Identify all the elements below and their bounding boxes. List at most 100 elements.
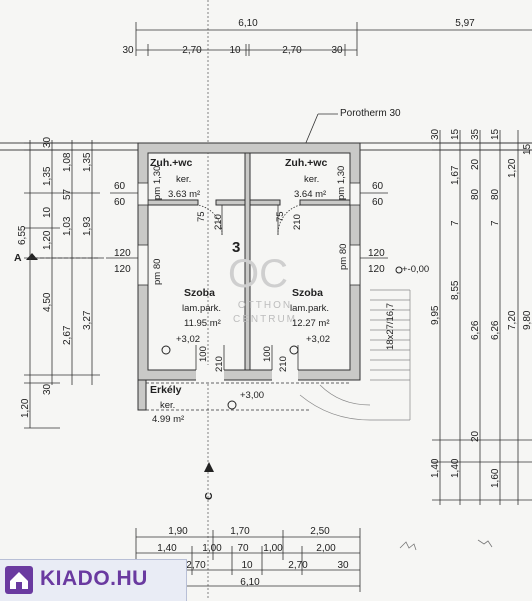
top-dimensions bbox=[135, 0, 532, 600]
building-walls bbox=[137, 142, 361, 411]
top-dim-overall: 6,10 bbox=[238, 18, 258, 29]
side-mark-l120b: 120 bbox=[114, 264, 131, 275]
right-dim-140-b: 1,40 bbox=[450, 458, 461, 478]
brand-name: KIADO.HU bbox=[40, 567, 148, 590]
top-dim-270-left: 2,70 bbox=[182, 45, 202, 56]
left-dim-450: 4,50 bbox=[42, 292, 53, 312]
watermark: OC OTTHON CENTRUM bbox=[228, 252, 295, 325]
left-dim-193: 1,93 bbox=[82, 216, 93, 236]
material-label: Porotherm 30 bbox=[340, 108, 401, 119]
bottom-dim-170: 1,70 bbox=[230, 526, 250, 537]
bath-right-area: 3.64 m² bbox=[294, 189, 326, 200]
left-dim-57: 57 bbox=[62, 188, 73, 200]
top-dim-270-right: 2,70 bbox=[282, 45, 302, 56]
door-label-75-a: 75 bbox=[196, 211, 207, 222]
left-dim-108: 1,08 bbox=[62, 152, 73, 172]
bottom-dim-overall: 6,10 bbox=[240, 577, 260, 588]
right-dim-30: 30 bbox=[430, 128, 441, 140]
door-swings bbox=[146, 204, 350, 411]
bath-left-floor: ker. bbox=[176, 174, 191, 185]
left-dimension-lines bbox=[24, 140, 100, 429]
door-label-75-b: 75 bbox=[275, 211, 286, 222]
side-mark-lines bbox=[110, 192, 388, 259]
staircase bbox=[299, 289, 411, 421]
left-dim-327: 3,27 bbox=[82, 310, 93, 330]
right-dim-995: 9,95 bbox=[430, 305, 441, 325]
bottom-dim-70: 70 bbox=[237, 543, 249, 554]
right-dim-80-a: 80 bbox=[470, 188, 481, 200]
side-mark-r60a: 60 bbox=[372, 181, 384, 192]
bottom-dim-190: 1,90 bbox=[168, 526, 188, 537]
right-dim-120: 1,20 bbox=[507, 158, 518, 178]
bath-left-name: Zuh.+wc bbox=[150, 157, 192, 169]
room-left-area: 11.95 m² bbox=[184, 318, 221, 329]
side-mark-r60b: 60 bbox=[372, 197, 384, 208]
scribble-marks bbox=[399, 539, 493, 551]
room-right-name: Szoba bbox=[292, 287, 323, 299]
left-dim-120-b: 1,20 bbox=[20, 398, 31, 418]
side-mark-l60a: 60 bbox=[114, 181, 126, 192]
bottom-dim-250: 2,50 bbox=[310, 526, 330, 537]
house-icon bbox=[5, 566, 33, 594]
left-dim-30-b: 30 bbox=[42, 383, 53, 395]
right-dim-20-a: 20 bbox=[470, 158, 481, 170]
room-left-level: +3,02 bbox=[176, 334, 200, 345]
side-mark-r120a: 120 bbox=[368, 248, 385, 259]
left-dim-135: 1,35 bbox=[42, 166, 53, 186]
watermark-line1: OTTHON bbox=[238, 300, 292, 311]
balcony-name: Erkély bbox=[150, 384, 182, 396]
window-label-3: pm 80 bbox=[152, 259, 163, 285]
left-dim-10: 10 bbox=[42, 206, 53, 218]
room-right-level: +3,02 bbox=[306, 334, 330, 345]
door-label-100-b: 100 bbox=[262, 346, 273, 362]
side-mark-r120b: 120 bbox=[368, 264, 385, 275]
right-dim-626-a: 6,26 bbox=[470, 320, 481, 340]
left-dim-outer: 6,55 bbox=[17, 225, 28, 245]
side-mark-l120a: 120 bbox=[114, 248, 131, 259]
top-dim-30-right: 30 bbox=[331, 45, 343, 56]
right-dimension-lines bbox=[432, 130, 532, 505]
bottom-dim-100-a: 1,00 bbox=[202, 543, 222, 554]
bottom-dim-100-b: 1,00 bbox=[263, 543, 283, 554]
right-dim-855: 8,55 bbox=[450, 280, 461, 300]
right-dim-15-c: 15 bbox=[522, 143, 532, 155]
bottom-dim-140: 1,40 bbox=[157, 543, 177, 554]
kiado-badge[interactable]: KIADO.HU bbox=[0, 559, 187, 601]
room-left-floor: lam.park. bbox=[182, 303, 221, 314]
bottom-dim-10: 10 bbox=[241, 560, 253, 571]
right-dim-167: 1,67 bbox=[450, 165, 461, 185]
left-dim-267: 2,67 bbox=[62, 325, 73, 345]
zero-level: +-0,00 bbox=[402, 264, 429, 275]
unit-number: 3 bbox=[232, 239, 240, 256]
door-label-210-d: 210 bbox=[278, 356, 289, 372]
right-dim-160: 1,60 bbox=[490, 468, 501, 488]
door-label-210-a: 210 bbox=[213, 214, 224, 230]
right-dim-7-b: 7 bbox=[490, 220, 501, 226]
right-dim-626-b: 6,26 bbox=[490, 320, 501, 340]
right-dim-7-a: 7 bbox=[450, 220, 461, 226]
top-dim-right: 5,97 bbox=[455, 18, 475, 29]
window-label-2: pm 1,30 bbox=[336, 166, 347, 200]
balcony-floor: ker. bbox=[160, 400, 175, 411]
right-dim-720: 7,20 bbox=[507, 310, 518, 330]
top-dim-10: 10 bbox=[229, 45, 241, 56]
bath-left-area: 3.63 m² bbox=[168, 189, 200, 200]
section-c-arrow-icon bbox=[204, 462, 214, 472]
room-right-area: 12.27 m² bbox=[292, 318, 330, 329]
left-dim-30: 30 bbox=[42, 136, 53, 148]
room-left-name: Szoba bbox=[184, 287, 215, 299]
right-dim-20-b: 20 bbox=[470, 430, 481, 442]
left-dim-120: 1,20 bbox=[42, 230, 53, 250]
door-label-100-a: 100 bbox=[198, 346, 209, 362]
right-dim-140-a: 1,40 bbox=[430, 458, 441, 478]
door-label-210-b: 210 bbox=[292, 214, 303, 230]
top-dim-30-left: 30 bbox=[122, 45, 134, 56]
room-right-floor: lam.park. bbox=[290, 303, 329, 314]
left-dim-135-b: 1,35 bbox=[82, 152, 93, 172]
bottom-dim-270-a: 2,70 bbox=[186, 560, 206, 571]
right-dim-980: 9,80 bbox=[522, 310, 532, 330]
bottom-dim-200: 2,00 bbox=[316, 543, 336, 554]
balcony-level: +3,00 bbox=[240, 390, 264, 401]
bath-right-floor: ker. bbox=[304, 174, 319, 185]
